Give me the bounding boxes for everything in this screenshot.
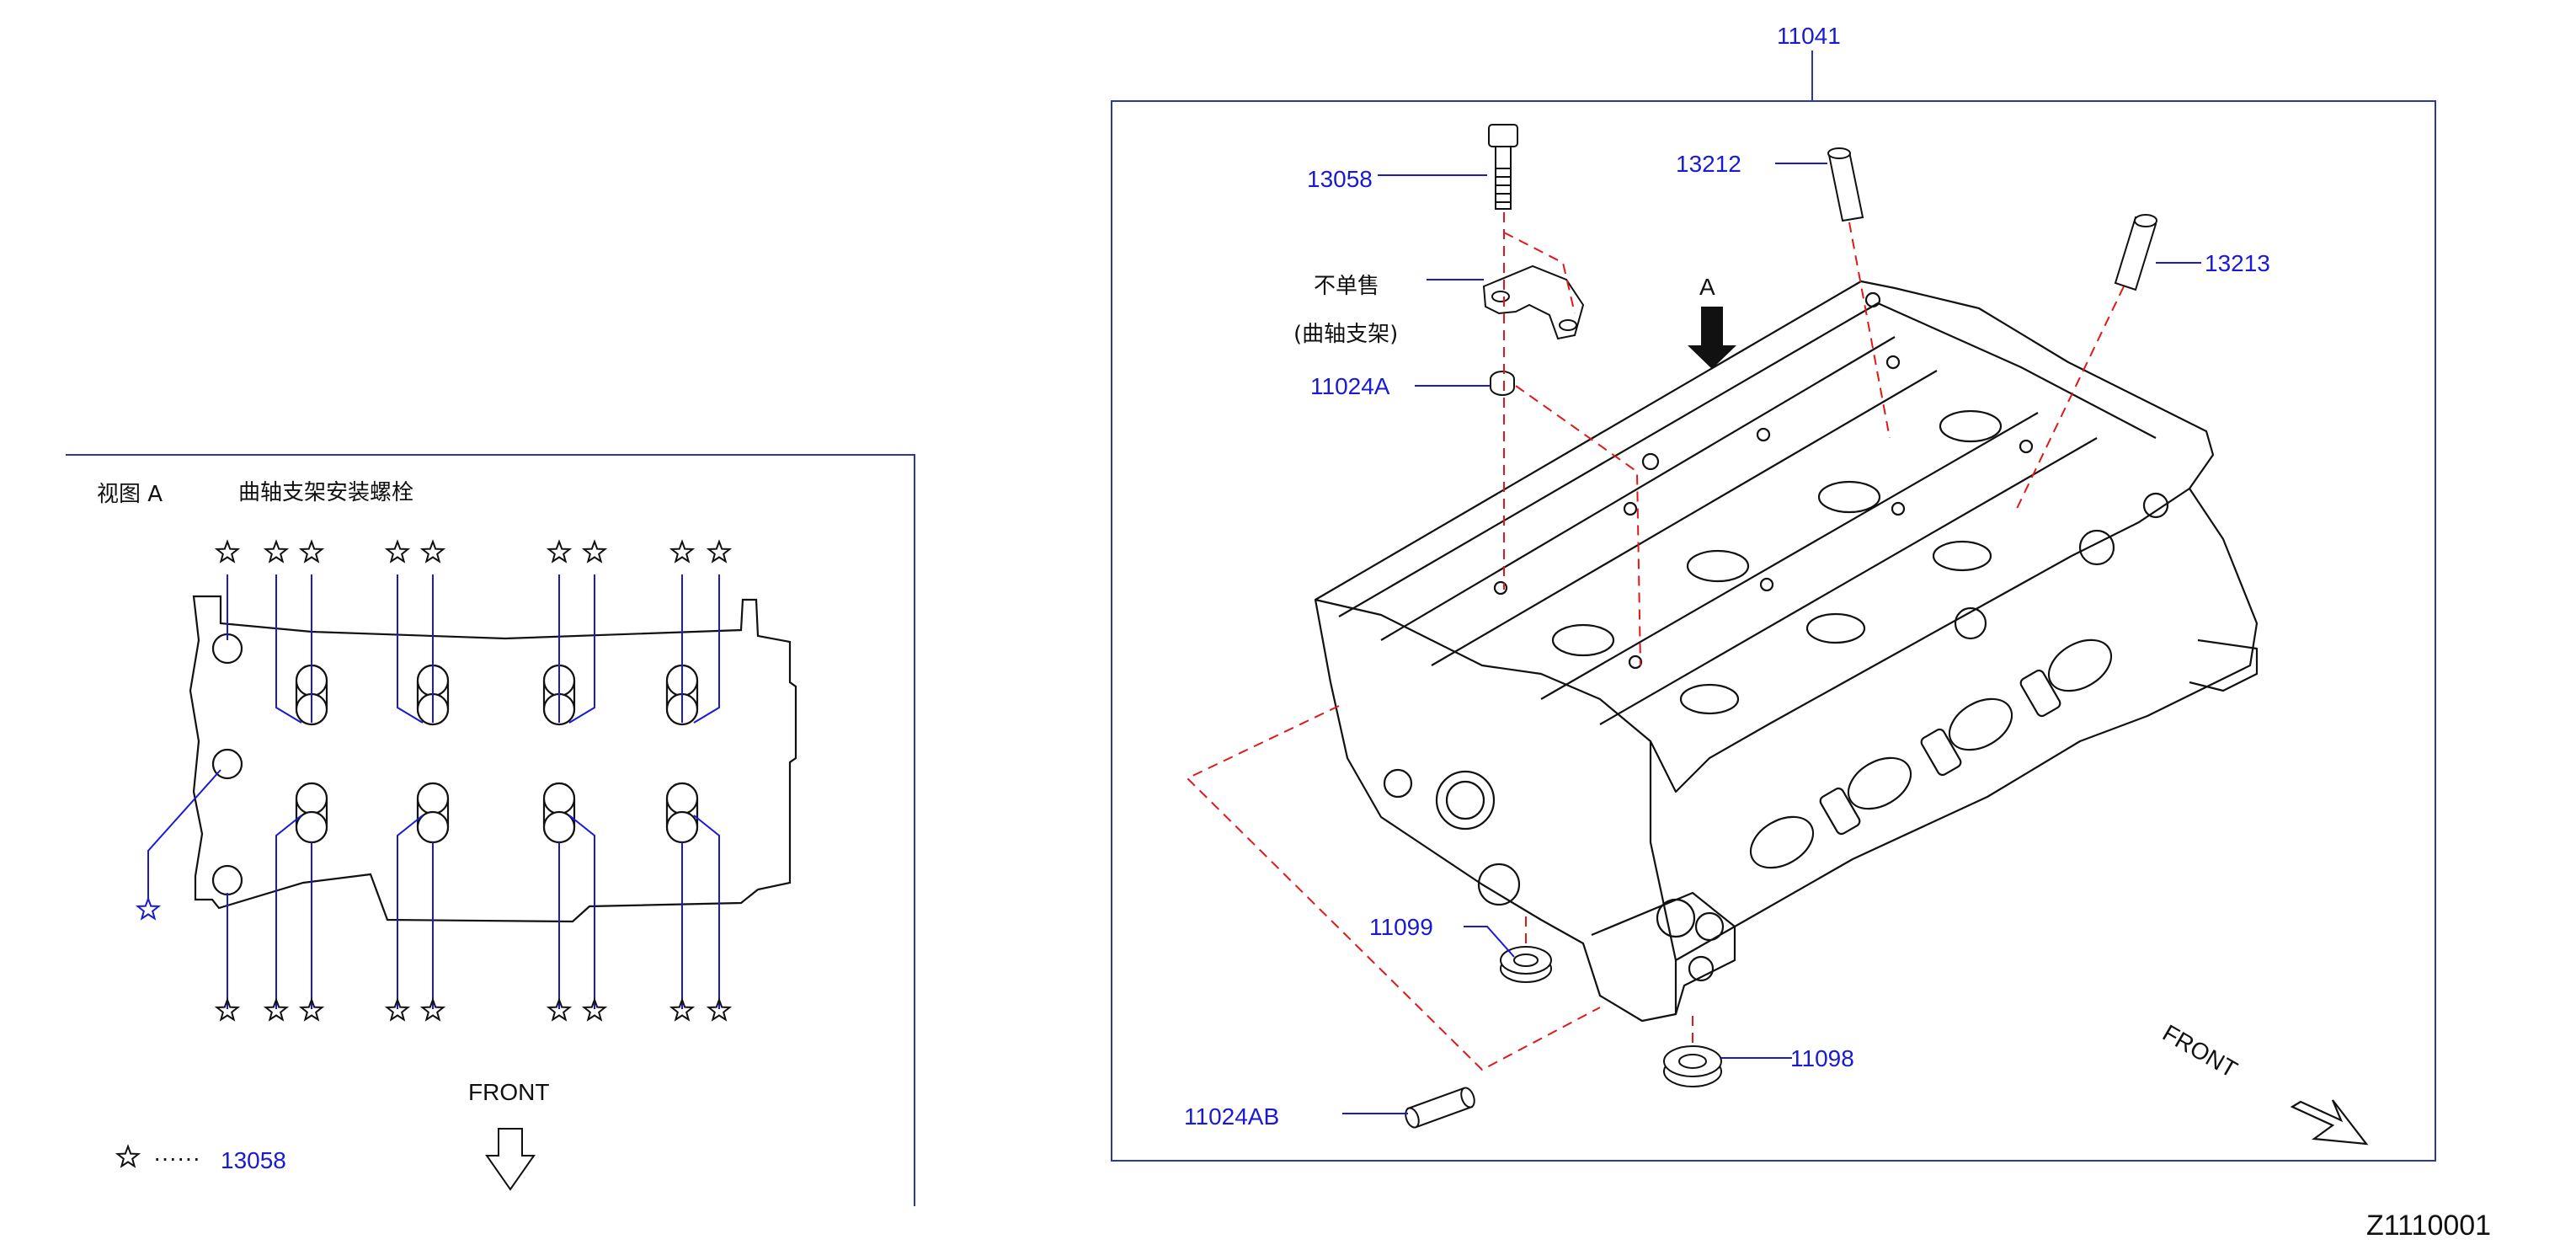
star-marker-icon [669, 539, 696, 564]
star-marker-icon [298, 539, 325, 564]
figure-code: Z1110001 [2366, 1210, 2491, 1242]
main-panel: 11041 [1111, 23, 2436, 1162]
star-marker-icon [263, 997, 290, 1022]
callout-13213[interactable]: 13213 [2205, 250, 2270, 276]
front-label: FRONT [2158, 1019, 2242, 1082]
view-a-arrow-icon [1688, 307, 1736, 369]
callout-11099[interactable]: 11099 [1369, 914, 1433, 940]
plug-11099-drawing [1500, 946, 1552, 983]
dowel-11024ab-drawing [1405, 1087, 1475, 1129]
star-marker-icon [419, 539, 446, 564]
callout-leaders [1342, 163, 2201, 1114]
dowel-11024a-drawing [1490, 371, 1515, 396]
view-a-leaders-top [227, 574, 720, 724]
assembly-dash-lines [1186, 212, 2125, 1071]
view-a-panel: 视图 A 曲轴支架安装螺栓 [66, 454, 915, 1206]
guide-13212-drawing [1827, 147, 1864, 222]
star-marker-icon [115, 1144, 141, 1168]
frame-part-number[interactable]: 11041 [1777, 23, 1841, 49]
view-a-head-outline [189, 595, 797, 923]
view-a-frame [66, 454, 915, 1206]
view-a-stars-top [214, 539, 733, 564]
legend-star-icon [115, 1144, 141, 1168]
star-marker-icon [298, 997, 325, 1022]
star-marker-icon [419, 997, 446, 1022]
star-marker-icon [384, 539, 411, 564]
legend-part-number[interactable]: 13058 [221, 1147, 286, 1173]
crank-bracket-drawing [1482, 264, 1585, 340]
not-sold-label: 不单售 [1314, 274, 1379, 299]
view-a-bolt-bosses-top [295, 664, 699, 726]
main-frame [1111, 100, 2436, 1162]
bolt-13058-drawing [1488, 124, 1518, 210]
view-a-leaders-bottom [147, 769, 720, 1009]
star-marker-icon [546, 997, 573, 1022]
view-a-end-bosses [211, 633, 243, 896]
view-a-star-side [135, 896, 162, 921]
view-a-bolt-bosses-bottom [295, 782, 699, 844]
star-marker-icon [214, 539, 241, 564]
callout-11024a[interactable]: 11024A [1310, 373, 1390, 399]
star-marker-icon [135, 896, 162, 921]
front-arrow-icon [2290, 1099, 2369, 1146]
view-a-subtitle: 曲轴支架安装螺栓 [238, 480, 413, 505]
legend-dots: ······ [153, 1145, 200, 1171]
star-marker-icon [581, 539, 608, 564]
callout-13058[interactable]: 13058 [1307, 166, 1373, 192]
star-marker-icon [263, 539, 290, 564]
plug-11098-drawing [1663, 1045, 1722, 1087]
star-marker-icon [214, 997, 241, 1022]
guide-13213-drawing [2114, 214, 2157, 291]
star-marker-icon [706, 997, 733, 1022]
crank-bracket-label: (曲轴支架) [1293, 322, 1398, 347]
star-marker-icon [384, 997, 411, 1022]
cylinder-head-drawing [1314, 280, 2259, 1023]
callout-11098[interactable]: 11098 [1790, 1045, 1854, 1071]
view-a-stars-bottom [214, 997, 733, 1022]
callout-11024ab[interactable]: 11024AB [1184, 1103, 1279, 1130]
callout-13212[interactable]: 13212 [1676, 151, 1741, 177]
star-marker-icon [581, 997, 608, 1022]
view-a-front-label: FRONT [468, 1079, 549, 1105]
star-marker-icon [546, 539, 573, 564]
view-a-front-arrow-icon [485, 1128, 536, 1191]
star-marker-icon [706, 539, 733, 564]
star-marker-icon [669, 997, 696, 1022]
view-arrow-label: A [1699, 274, 1715, 300]
view-a-title: 视图 A [97, 482, 163, 507]
